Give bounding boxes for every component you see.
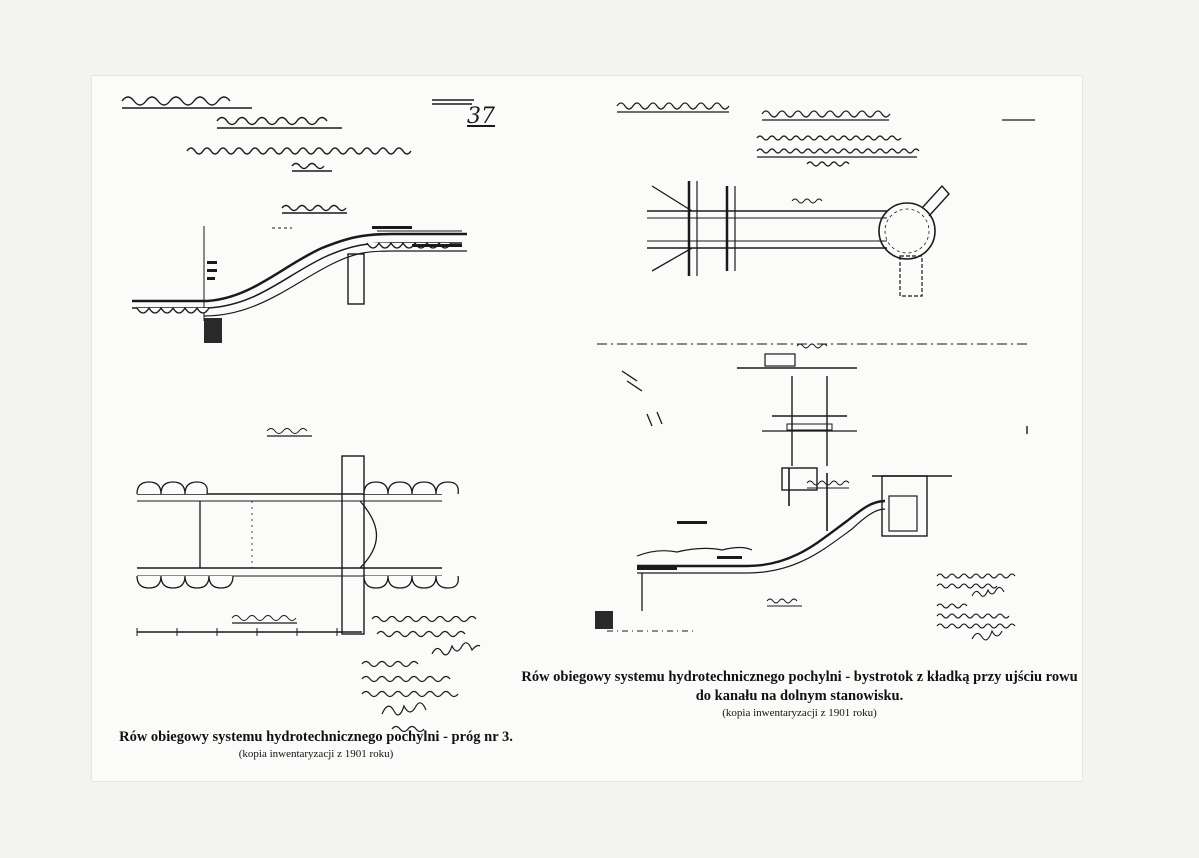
right-title-block bbox=[616, 102, 1035, 167]
left-sheet-number: 37 bbox=[467, 104, 495, 129]
right-caption-subtitle: (kopia inwentaryzacji z 1901 roku) bbox=[722, 707, 877, 719]
right-longitudinal-section bbox=[595, 467, 1016, 641]
left-caption-title: Rów obiegowy systemu hydrotechnicznego p… bbox=[119, 729, 513, 745]
left-scale-bar bbox=[136, 615, 481, 733]
left-drawing-panel: 37 bbox=[92, 76, 517, 781]
right-caption-title: Rów obiegowy systemu hydrotechnicznego p… bbox=[521, 669, 1078, 704]
right-caption: Rów obiegowy systemu hydrotechnicznego p… bbox=[517, 668, 1082, 720]
left-plan-view bbox=[136, 428, 459, 635]
right-plan-view bbox=[647, 181, 950, 297]
left-caption: Rów obiegowy systemu hydrotechnicznego p… bbox=[90, 728, 542, 761]
scanned-sheet bbox=[92, 76, 1082, 781]
left-longitudinal-section bbox=[121, 96, 474, 343]
right-drawing-panel: Rów obiegowy systemu hydrotechnicznego p… bbox=[517, 76, 1082, 781]
right-cross-section bbox=[597, 343, 1028, 466]
left-caption-subtitle: (kopia inwentaryzacji z 1901 roku) bbox=[238, 748, 394, 760]
